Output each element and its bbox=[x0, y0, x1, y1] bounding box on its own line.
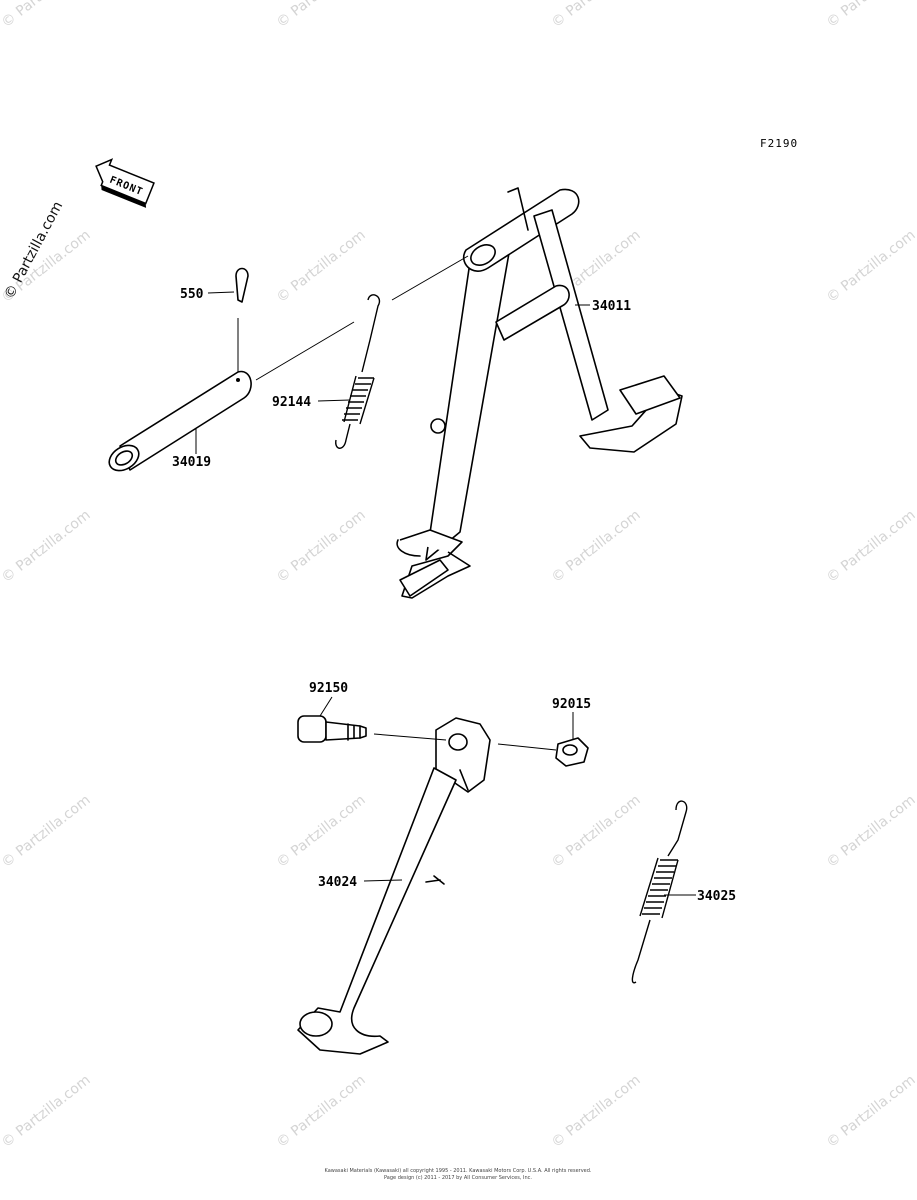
pivot-shaft-34019 bbox=[108, 370, 252, 472]
callout-92150: 92150 bbox=[309, 681, 348, 696]
nut-92015 bbox=[555, 737, 589, 767]
callout-34019: 34019 bbox=[172, 455, 211, 470]
watermark-tile: © Partzilla.com bbox=[274, 227, 369, 306]
copyright-line-1: Kawasaki Materials (Kawasaki) all copyri… bbox=[325, 1168, 592, 1174]
watermark-tile: © Partzilla.com bbox=[0, 792, 94, 871]
watermark-tile: © Partzilla.com bbox=[824, 0, 917, 31]
watermark-tile: © Partzilla.com bbox=[824, 227, 917, 306]
bolt-92150 bbox=[297, 715, 367, 743]
watermark-tile: © Partzilla.com bbox=[274, 0, 369, 31]
watermark-tile: © Partzilla.com bbox=[0, 0, 94, 31]
leader-550 bbox=[207, 291, 235, 294]
watermark-tile: © Partzilla.com bbox=[549, 1072, 644, 1151]
figure-code: F2190 bbox=[760, 137, 798, 150]
leader-92150 bbox=[319, 696, 333, 717]
leader-92144 bbox=[317, 399, 351, 402]
watermark-tile: © Partzilla.com bbox=[0, 507, 94, 586]
watermark-tile: © Partzilla.com bbox=[0, 1072, 94, 1151]
assembly-line-bolt bbox=[373, 733, 447, 741]
assembly-line-1 bbox=[255, 321, 355, 381]
assembly-line-2 bbox=[391, 255, 469, 301]
callout-92144: 92144 bbox=[272, 395, 311, 410]
callout-550: 550 bbox=[180, 287, 204, 302]
callout-34024: 34024 bbox=[318, 875, 357, 890]
watermark-layer: © Partzilla.com © Partzilla.com © Partzill… bbox=[0, 0, 917, 1151]
copyright-line-2: Page design (c) 2011 - 2017 by All Consu… bbox=[384, 1175, 532, 1181]
watermark-tile: © Partzilla.com bbox=[274, 792, 369, 871]
side-stand-34024 bbox=[297, 717, 491, 1055]
watermark-tile: © Partzilla.com bbox=[549, 507, 644, 586]
spring-92144 bbox=[335, 294, 381, 449]
center-stand-34011 bbox=[396, 187, 683, 599]
watermark-tile: © Partzilla.com bbox=[549, 792, 644, 871]
watermark-tile: © Partzilla.com bbox=[549, 0, 644, 31]
callout-34011: 34011 bbox=[592, 299, 631, 314]
front-arrow-icon: FRONT bbox=[95, 158, 155, 208]
watermark-tile: © Partzilla.com bbox=[824, 507, 917, 586]
cotter-pin-550 bbox=[235, 267, 249, 303]
assembly-line-nut bbox=[497, 743, 557, 751]
leader-34024 bbox=[363, 879, 403, 882]
watermark-tile: © Partzilla.com bbox=[274, 1072, 369, 1151]
spring-34025 bbox=[631, 800, 688, 984]
watermark-tile: © Partzilla.com bbox=[274, 507, 369, 586]
watermark-tile: © Partzilla.com bbox=[824, 792, 917, 871]
callout-34025: 34025 bbox=[697, 889, 736, 904]
watermark-tile: © Partzilla.com bbox=[824, 1072, 917, 1151]
callout-92015: 92015 bbox=[552, 697, 591, 712]
